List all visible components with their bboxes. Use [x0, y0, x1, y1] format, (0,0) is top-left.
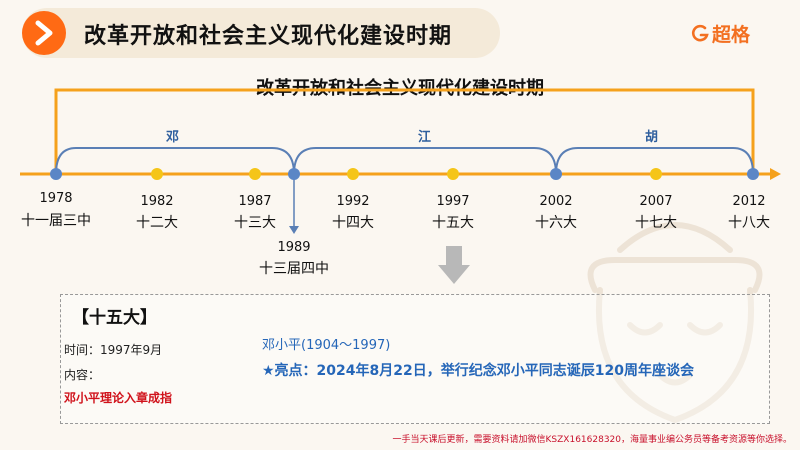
- leader-brace-2: [293, 147, 557, 175]
- mascot-watermark: [587, 222, 763, 423]
- year-label: 1992: [336, 194, 370, 209]
- year-label: 1982: [140, 194, 174, 209]
- year-label: 2007: [639, 194, 673, 209]
- highlight-note: ★亮点：2024年8月22日，举行纪念邓小平同志诞辰120周年座谈会: [262, 363, 694, 379]
- timeline-arrowhead: [770, 168, 781, 180]
- event-label: 十三大: [234, 215, 276, 231]
- logo-text: 超格: [712, 24, 751, 46]
- timeline-node: [550, 168, 562, 180]
- timeline-node: [151, 168, 163, 180]
- timeline-node: [249, 168, 261, 180]
- event-label: 十一届三中: [21, 213, 91, 229]
- footer-note: 一手当天课后更新，需要资料请加微信KSZX161628320，海量事业编公务员等…: [392, 435, 792, 445]
- timeline-node: [288, 168, 300, 180]
- event-label: 十八大: [728, 215, 770, 231]
- info-content-highlight: 邓小平理论入章成指: [64, 391, 173, 405]
- person-dates: 邓小平(1904～1997): [262, 338, 391, 353]
- year-label: 1997: [436, 194, 470, 209]
- timeline-node: [347, 168, 359, 180]
- event-label-1989: 十三届四中: [259, 261, 329, 277]
- info-content-label: 内容：: [64, 368, 101, 382]
- leader-brace-1: [55, 147, 295, 175]
- leader-label-jiang: 江: [418, 130, 432, 145]
- logo-g-icon: [692, 24, 709, 42]
- leader-brace-3: [555, 147, 754, 175]
- year-label: 1987: [238, 194, 272, 209]
- page-title: 改革开放和社会主义现代化建设时期: [84, 24, 453, 49]
- brand-logo: 超格: [690, 20, 770, 48]
- event-label: 十七大: [635, 215, 677, 231]
- down-arrow-head: [289, 226, 299, 234]
- header-arrow-badge: [22, 11, 66, 55]
- year-label: 2002: [539, 194, 573, 209]
- info-panel: [60, 294, 770, 424]
- timeline-node: [447, 168, 459, 180]
- year-label: 1978: [39, 191, 73, 206]
- event-label: 十五大: [432, 215, 474, 231]
- timeline-node: [650, 168, 662, 180]
- timeline-node: [50, 168, 62, 180]
- info-time: 时间：1997年9月: [64, 343, 163, 357]
- header-bar: 改革开放和社会主义现代化建设时期: [22, 8, 500, 58]
- timeline-node: [747, 168, 759, 180]
- event-label: 十四大: [332, 215, 374, 231]
- focus-arrow-stem: [446, 246, 462, 266]
- leader-label-hu: 胡: [645, 130, 659, 145]
- event-label: 十二大: [136, 215, 178, 231]
- leader-label-deng: 邓: [166, 130, 180, 145]
- focus-arrow-head: [438, 265, 470, 284]
- chevron-right-icon: [35, 20, 53, 46]
- period-bracket: [54, 88, 755, 174]
- timeline-chart: [20, 88, 781, 284]
- event-label: 十六大: [535, 215, 577, 231]
- year-label-1989: 1989: [277, 240, 311, 255]
- year-label: 2012: [732, 194, 766, 209]
- info-title: 【十五大】: [72, 308, 157, 328]
